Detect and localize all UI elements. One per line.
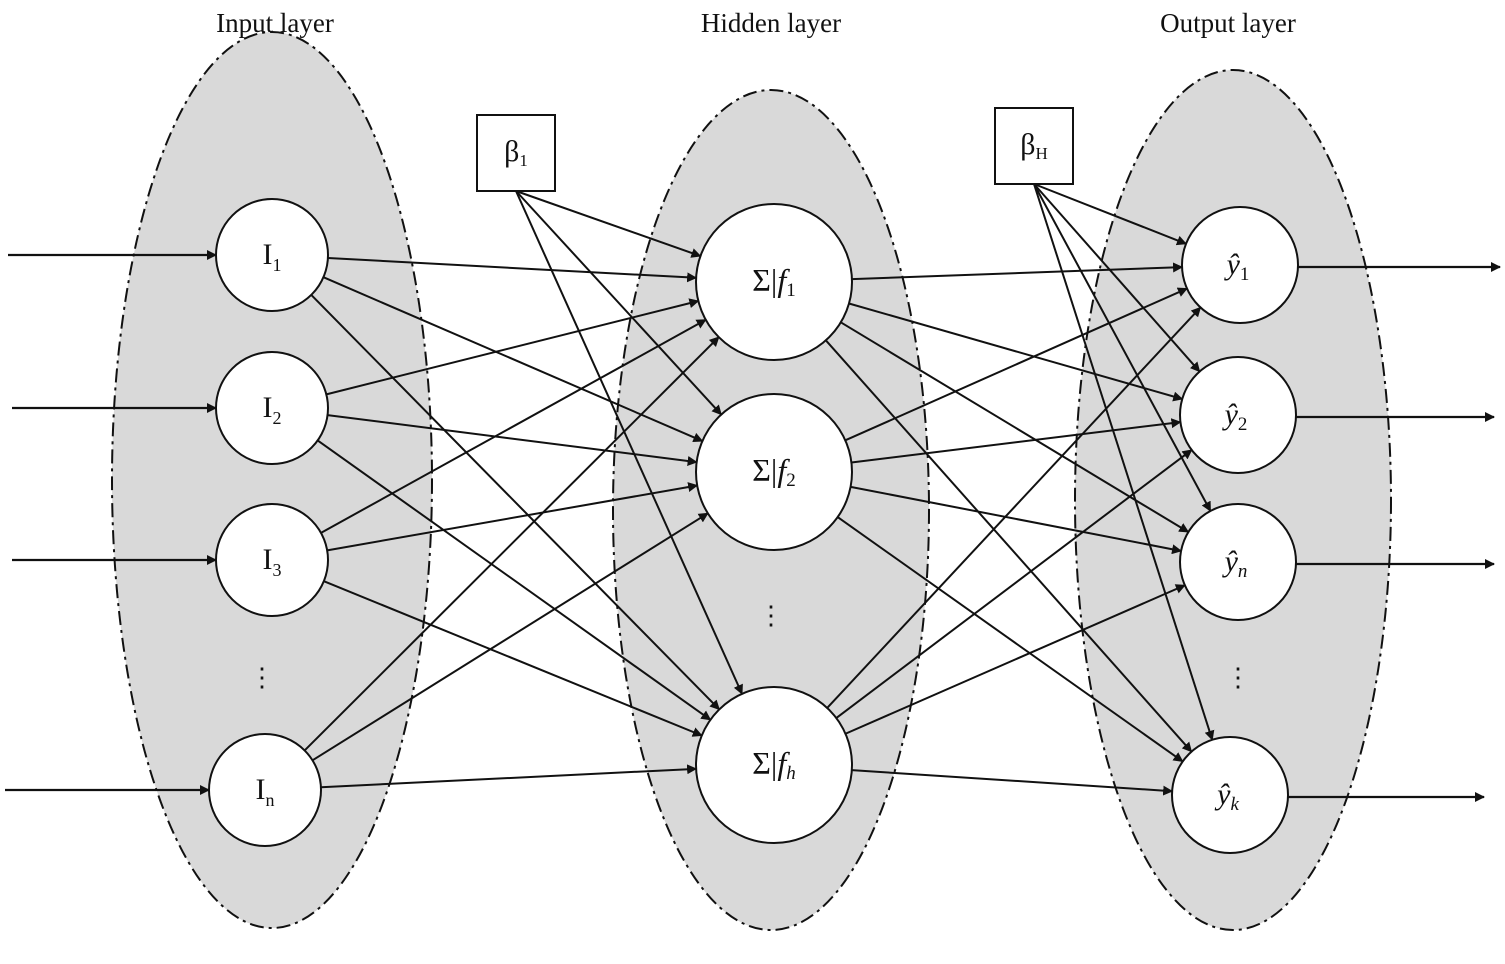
bias-box-border (994, 107, 1074, 185)
bias-h-connection (1033, 183, 1215, 741)
hidden-node-2-circle (695, 393, 853, 551)
bias-box-1: β1 (476, 114, 556, 192)
output-layer-title: Output layer (1160, 8, 1296, 38)
output-layer-ellipse (1074, 69, 1392, 931)
input-hidden-connection (320, 318, 707, 534)
output-node-2: ŷ2 (1179, 356, 1297, 474)
input-hidden-connection (310, 294, 720, 711)
hidden-node-label: Σ|fh (752, 745, 795, 784)
input-hidden-connection (317, 439, 712, 721)
hidden-node-label: Σ|f2 (752, 452, 795, 491)
hidden-output-connection (851, 262, 1184, 281)
input-hidden-connection (326, 482, 699, 552)
input-hidden-connection (323, 276, 704, 443)
input-node-3-circle (215, 503, 329, 617)
output-ellipsis: ⋮ (1225, 663, 1251, 692)
input-hidden-connection (323, 580, 703, 737)
hidden-node-3-circle (695, 686, 853, 844)
bias-1-connection (515, 190, 702, 258)
input-node-label: I1 (263, 238, 282, 275)
hidden-output-connection (851, 769, 1174, 796)
hidden-ellipsis: ⋮ (758, 601, 784, 630)
output-node-2-circle (1179, 356, 1297, 474)
bias-label: βH (1020, 128, 1048, 163)
output-node-3-circle (1179, 503, 1297, 621)
output-node-1: ŷ1 (1181, 206, 1299, 324)
input-node-2-circle (215, 351, 329, 465)
output-node-1-circle (1181, 206, 1299, 324)
input-node-label: In (256, 773, 275, 810)
hidden-output-connection (844, 287, 1188, 442)
input-node-4-circle (208, 733, 322, 847)
hidden-output-connection (826, 306, 1202, 709)
input-hidden-connection (303, 336, 720, 752)
bias-h-connection (1033, 183, 1187, 246)
input-hidden-connection (320, 764, 698, 789)
bias-1-connection (515, 190, 722, 416)
hidden-node-2: Σ|f2 (695, 393, 853, 551)
input-node-1-circle (215, 198, 329, 312)
hidden-output-connection (851, 418, 1182, 464)
input-ellipsis: ⋮ (249, 663, 275, 692)
hidden-layer-title: Hidden layer (700, 8, 842, 38)
hidden-output-connection (837, 516, 1184, 763)
input-node-label: I2 (263, 391, 282, 428)
input-hidden-connection (311, 512, 709, 762)
bias-h-connection (1033, 183, 1201, 373)
hidden-output-connection (835, 449, 1193, 719)
input-node-4: In (208, 733, 322, 847)
output-node-label: ŷn (1222, 545, 1248, 582)
output-node-label: ŷ2 (1222, 398, 1248, 435)
output-node-label: ŷ1 (1224, 248, 1250, 285)
hidden-node-3: Σ|fh (695, 686, 853, 844)
output-node-label: ŷk (1214, 778, 1239, 815)
input-hidden-connection (327, 257, 698, 283)
output-node-3: ŷn (1179, 503, 1297, 621)
hidden-output-connection (850, 485, 1183, 555)
hidden-node-1-circle (695, 203, 853, 361)
bias-h-connection (1033, 183, 1212, 512)
hidden-output-connection (825, 339, 1193, 753)
bias-box-h: βH (994, 107, 1074, 185)
input-node-1: I1 (215, 198, 329, 312)
input-hidden-connection (326, 298, 700, 396)
output-node-4-circle (1171, 736, 1289, 854)
bias-label: β1 (504, 135, 528, 170)
input-node-label: I3 (263, 543, 282, 580)
output-node-4: ŷk (1171, 736, 1289, 854)
bias-1-connection (515, 190, 743, 695)
hidden-output-connection (845, 584, 1186, 735)
hidden-output-connection (848, 302, 1184, 402)
bias-box-border (476, 114, 556, 192)
input-node-2: I2 (215, 351, 329, 465)
input-node-3: I3 (215, 503, 329, 617)
hidden-node-1: Σ|f1 (695, 203, 853, 361)
